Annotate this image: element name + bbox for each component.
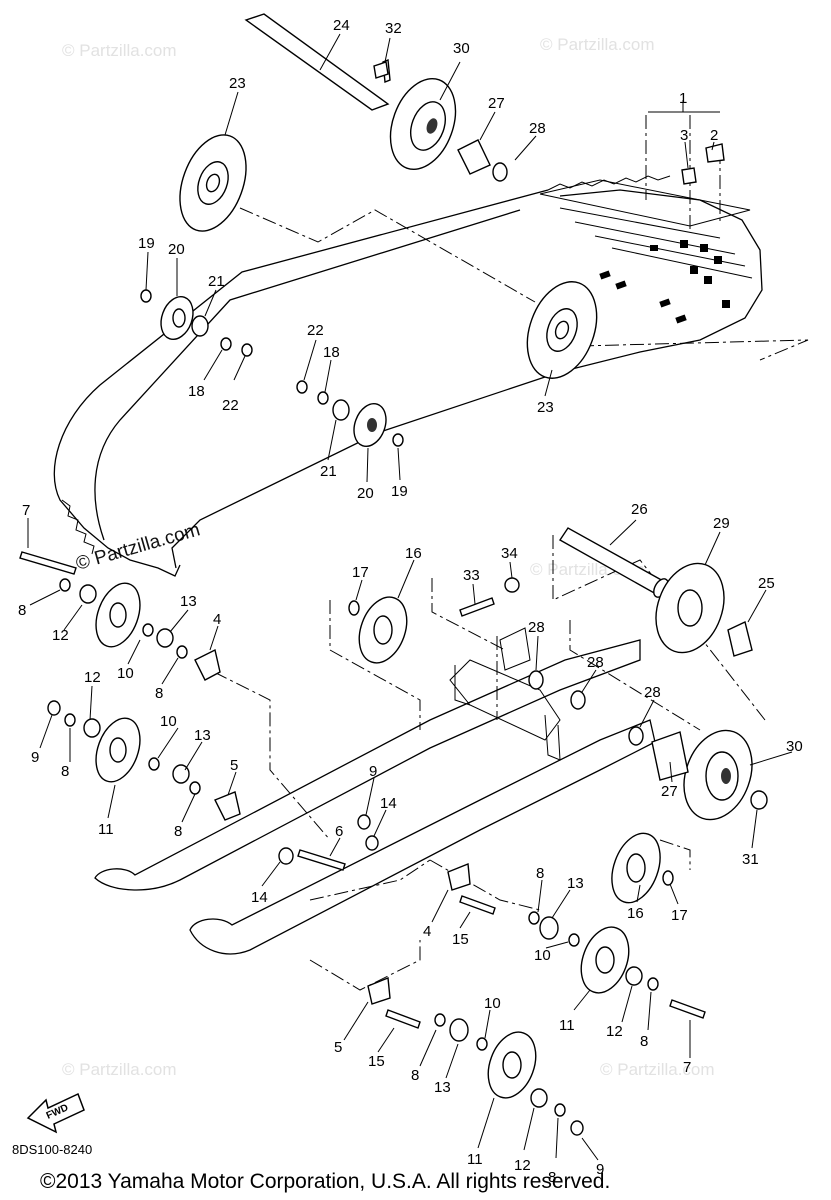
callout-8: 8 bbox=[155, 685, 163, 702]
callout-11: 11 bbox=[98, 821, 114, 838]
callout-4: 4 bbox=[213, 611, 221, 628]
callout-9: 9 bbox=[596, 1161, 604, 1178]
callout-18: 18 bbox=[323, 344, 340, 361]
callout-14: 14 bbox=[380, 795, 397, 812]
callout-14: 14 bbox=[251, 889, 268, 906]
callout-16: 16 bbox=[627, 905, 644, 922]
callout-12: 12 bbox=[514, 1157, 531, 1174]
callout-19: 19 bbox=[138, 235, 155, 252]
callout-15: 15 bbox=[452, 931, 469, 948]
callout-25: 25 bbox=[758, 575, 775, 592]
callout-9: 9 bbox=[31, 749, 39, 766]
drawing-code: 8DS100-8240 bbox=[12, 1142, 92, 1157]
callout-12: 12 bbox=[606, 1023, 623, 1040]
callout-4: 4 bbox=[423, 923, 431, 940]
callout-30: 30 bbox=[453, 40, 470, 57]
callout-3: 3 bbox=[680, 127, 688, 144]
callout-13: 13 bbox=[180, 593, 197, 610]
callout-23: 23 bbox=[229, 75, 246, 92]
callout-7: 7 bbox=[683, 1059, 691, 1076]
callout-8: 8 bbox=[640, 1033, 648, 1050]
callout-17: 17 bbox=[352, 564, 369, 581]
callout-24: 24 bbox=[333, 17, 350, 34]
watermark-top-right: © Partzilla.com bbox=[540, 35, 655, 54]
callout-8: 8 bbox=[174, 823, 182, 840]
callout-32: 32 bbox=[385, 20, 402, 37]
callout-13: 13 bbox=[194, 727, 211, 744]
callout-12: 12 bbox=[84, 669, 101, 686]
callout-31: 31 bbox=[742, 851, 759, 868]
callout-13: 13 bbox=[434, 1079, 451, 1096]
callout-6: 6 bbox=[335, 823, 343, 840]
callout-22: 22 bbox=[307, 322, 324, 339]
callout-15: 15 bbox=[368, 1053, 385, 1070]
callout-10: 10 bbox=[117, 665, 134, 682]
callout-8: 8 bbox=[61, 763, 69, 780]
callout-26: 26 bbox=[631, 501, 648, 518]
callout-16: 16 bbox=[405, 545, 422, 562]
callout-7: 7 bbox=[22, 502, 30, 519]
callout-20: 20 bbox=[168, 241, 185, 258]
callout-5: 5 bbox=[334, 1039, 342, 1056]
callout-29: 29 bbox=[713, 515, 730, 532]
callout-1: 1 bbox=[679, 90, 687, 107]
slide-rails bbox=[94, 627, 656, 955]
callout-21: 21 bbox=[320, 463, 337, 480]
callout-10: 10 bbox=[484, 995, 501, 1012]
watermark-bottom-left: © Partzilla.com bbox=[62, 1060, 177, 1079]
callout-5: 5 bbox=[230, 757, 238, 774]
shafts bbox=[244, 13, 669, 598]
watermark-bottom-right: © Partzilla.com bbox=[600, 1060, 715, 1079]
callout-9: 9 bbox=[369, 763, 377, 780]
callout-27: 27 bbox=[661, 783, 678, 800]
callout-27: 27 bbox=[488, 95, 505, 112]
callout-numbers: 24 32 30 23 27 28 1 3 2 19 20 21 18 22 2… bbox=[18, 17, 803, 1186]
guide-lines bbox=[213, 115, 809, 991]
callout-17: 17 bbox=[671, 907, 688, 924]
callout-10: 10 bbox=[160, 713, 177, 730]
callout-22: 22 bbox=[222, 397, 239, 414]
callout-23: 23 bbox=[537, 399, 554, 416]
callout-8: 8 bbox=[536, 865, 544, 882]
callout-2: 2 bbox=[710, 127, 718, 144]
callout-28: 28 bbox=[529, 120, 546, 137]
callout-8: 8 bbox=[18, 602, 26, 619]
callout-28: 28 bbox=[587, 654, 604, 671]
track-belt bbox=[53, 175, 763, 577]
leader-lines bbox=[27, 33, 793, 1161]
callout-8: 8 bbox=[411, 1067, 419, 1084]
wheels bbox=[19, 61, 768, 1136]
callout-28: 28 bbox=[644, 684, 661, 701]
callout-20: 20 bbox=[357, 485, 374, 502]
callout-13: 13 bbox=[567, 875, 584, 892]
callout-30: 30 bbox=[786, 738, 803, 755]
forward-arrow-icon: FWD bbox=[26, 1092, 85, 1134]
callout-11: 11 bbox=[467, 1151, 483, 1168]
callout-28: 28 bbox=[528, 619, 545, 636]
callout-34: 34 bbox=[501, 545, 518, 562]
copyright-notice: ©2013 Yamaha Motor Corporation, U.S.A. A… bbox=[40, 1170, 610, 1193]
callout-12: 12 bbox=[52, 627, 69, 644]
callout-18: 18 bbox=[188, 383, 205, 400]
callout-21: 21 bbox=[208, 273, 225, 290]
callout-11: 11 bbox=[559, 1017, 575, 1034]
callout-10: 10 bbox=[534, 947, 551, 964]
callout-8: 8 bbox=[548, 1169, 556, 1186]
callout-19: 19 bbox=[391, 483, 408, 500]
callout-33: 33 bbox=[463, 567, 480, 584]
watermark-top-left: © Partzilla.com bbox=[62, 41, 177, 60]
watermark-center: © Partzilla.com bbox=[74, 519, 203, 574]
